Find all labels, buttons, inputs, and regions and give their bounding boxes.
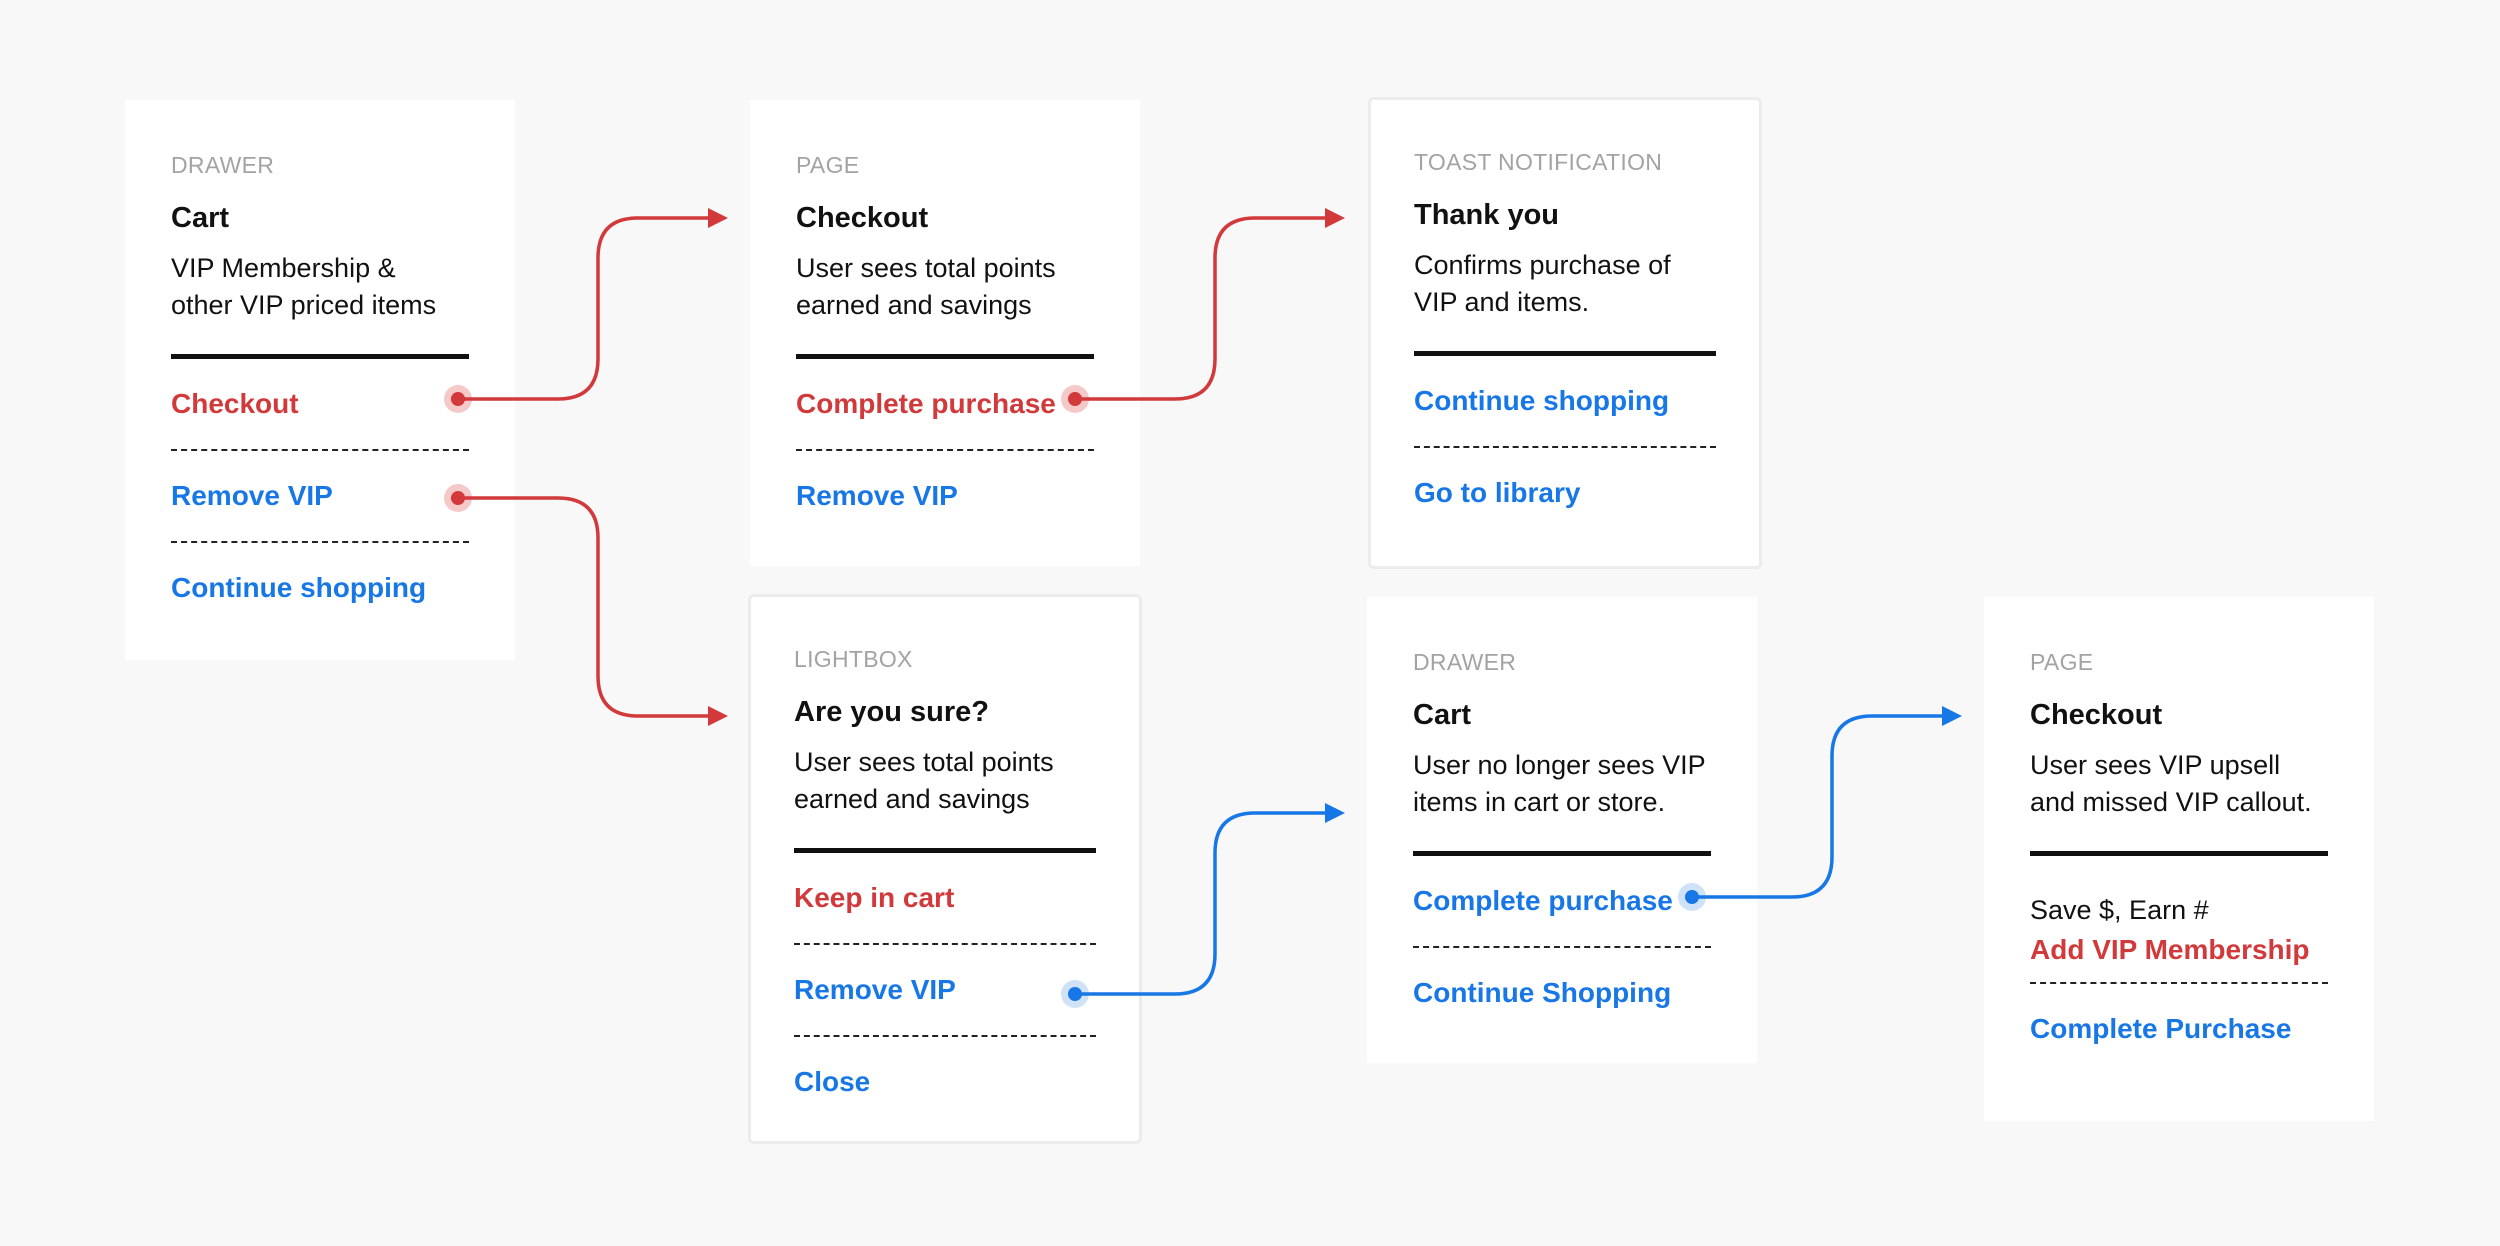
complete-purchase-action[interactable]: Complete purchase: [796, 388, 1056, 419]
solid-divider: [1414, 351, 1716, 356]
keep-in-cart-action[interactable]: Keep in cart: [794, 882, 955, 913]
card-title: Checkout: [796, 202, 929, 234]
card-description: User sees total points earned and saving…: [796, 253, 1056, 320]
card-type-label: PAGE: [796, 152, 860, 178]
card-description: User sees VIP upsell and missed VIP call…: [2030, 750, 2312, 817]
remove-vip-action[interactable]: Remove VIP: [796, 449, 1094, 541]
solid-divider: [2030, 851, 2328, 856]
card-cart-no-vip-drawer: DRAWER Cart User no longer sees VIP item…: [1367, 597, 1757, 1063]
continue-shopping-action[interactable]: Continue shopping: [171, 541, 469, 633]
continue-shopping-action[interactable]: Continue Shopping: [1413, 946, 1711, 1038]
card-description: VIP Membership & other VIP priced items: [171, 253, 437, 320]
solid-divider: [1413, 851, 1711, 856]
checkout-action[interactable]: Checkout: [171, 388, 299, 419]
card-title: Thank you: [1414, 199, 1560, 231]
remove-vip-action[interactable]: Remove VIP: [794, 943, 1096, 1035]
complete-purchase-action[interactable]: Complete purchase: [1413, 885, 1673, 916]
card-title: Cart: [171, 202, 230, 234]
card-description: Confirms purchase of VIP and items.: [1414, 250, 1671, 317]
card-type-label: DRAWER: [171, 152, 275, 178]
card-type-label: TOAST NOTIFICATION: [1414, 149, 1663, 175]
card-type-label: LIGHTBOX: [794, 646, 913, 672]
go-to-library-action[interactable]: Go to library: [1414, 446, 1716, 538]
card-checkout-page: PAGE Checkout User sees total points ear…: [750, 100, 1140, 566]
card-type-label: DRAWER: [1413, 649, 1517, 675]
continue-shopping-action[interactable]: Continue shopping: [1414, 385, 1670, 416]
card-description: User sees total points earned and saving…: [794, 747, 1054, 814]
card-cart-drawer: DRAWER Cart VIP Membership & other VIP p…: [125, 100, 515, 660]
card-checkout-upsell-page: PAGE Checkout User sees VIP upsell and m…: [1984, 597, 2374, 1121]
card-title: Checkout: [2030, 699, 2163, 731]
card-are-you-sure-lightbox: LIGHTBOX Are you sure? User sees total p…: [748, 594, 1142, 1144]
remove-vip-action[interactable]: Remove VIP: [171, 449, 469, 541]
card-title: Cart: [1413, 699, 1472, 731]
solid-divider: [171, 354, 469, 359]
solid-divider: [796, 354, 1094, 359]
close-action[interactable]: Close: [794, 1035, 1096, 1127]
solid-divider: [794, 848, 1096, 853]
card-description: User no longer sees VIP items in cart or…: [1413, 750, 1706, 817]
add-vip-membership-action[interactable]: Add VIP Membership: [2030, 934, 2310, 965]
savings-note: Save $, Earn #: [2030, 895, 2209, 925]
complete-purchase-action[interactable]: Complete Purchase: [2030, 982, 2328, 1074]
card-thank-you-toast: TOAST NOTIFICATION Thank you Confirms pu…: [1368, 97, 1762, 569]
card-title: Are you sure?: [794, 696, 989, 728]
card-type-label: PAGE: [2030, 649, 2094, 675]
